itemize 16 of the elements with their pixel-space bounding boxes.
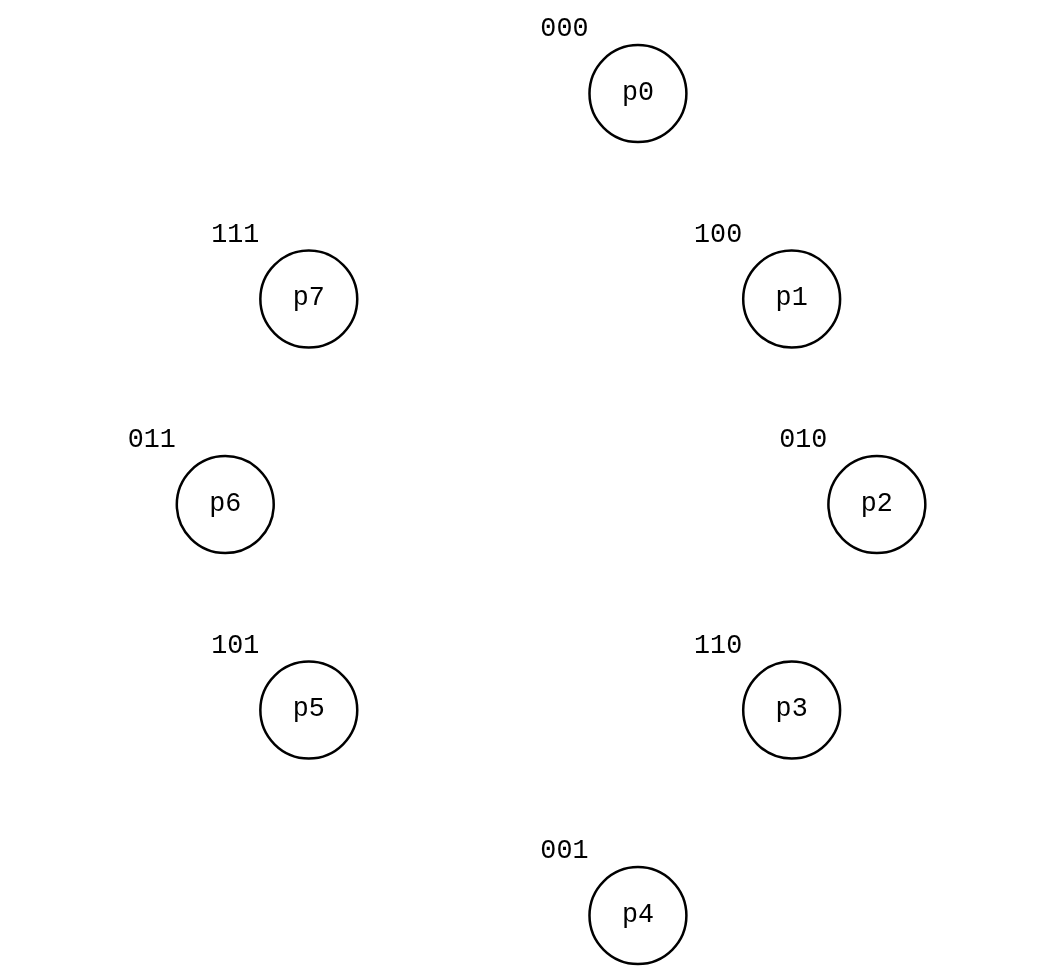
node-circle: p4 [587,865,688,966]
node-circle: p6 [175,454,275,555]
node-circle: p5 [258,660,358,760]
node-label: 010 [778,425,827,456]
node-label: 000 [539,14,588,45]
node-circle: p2 [826,454,927,555]
node-label: 100 [693,219,742,250]
node-circle: p3 [741,660,841,760]
node-circle: p1 [741,249,841,349]
node-label: 011 [127,425,176,456]
node-label: 001 [539,836,588,867]
node-label: 110 [693,630,742,661]
node-circle: p0 [587,43,688,144]
node-label: 101 [210,630,259,661]
node-circle: p7 [258,249,358,349]
node-label: 111 [210,219,259,250]
